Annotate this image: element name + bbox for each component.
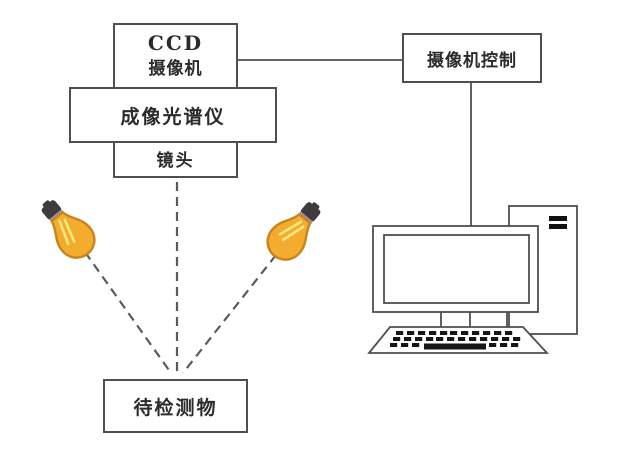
light-bulb-icon bbox=[41, 200, 96, 259]
node-object-under-test: 待检测物 bbox=[103, 379, 248, 433]
optical-path-lines bbox=[84, 182, 277, 376]
bulb-filament-highlight bbox=[281, 225, 305, 242]
desktop-computer-icon bbox=[367, 205, 578, 354]
connector-lines bbox=[238, 59, 472, 226]
lens-label: 镜头 bbox=[156, 150, 195, 171]
bulb-filament-highlight bbox=[63, 218, 76, 243]
dashed-path-left-bulb-to-object bbox=[84, 251, 172, 374]
tower-drive-slot-2 bbox=[549, 224, 567, 229]
imaging-spectrometer-label: 成像光谱仪 bbox=[120, 105, 226, 128]
keyboard-spacebar bbox=[424, 343, 486, 350]
keyboard-icon bbox=[367, 326, 550, 354]
node-lens: 镜头 bbox=[113, 138, 238, 178]
ccd-camera-label: CCD 摄像机 bbox=[148, 30, 203, 82]
node-imaging-spectrometer: 成像光谱仪 bbox=[69, 87, 277, 143]
ccd-camera-label-line1: CCD bbox=[147, 31, 204, 55]
monitor-icon bbox=[372, 225, 539, 327]
node-camera-control: 摄像机控制 bbox=[402, 33, 542, 83]
node-ccd-camera: CCD 摄像机 bbox=[113, 23, 238, 89]
monitor-screen bbox=[383, 234, 530, 304]
bulb-filament-highlight bbox=[58, 219, 70, 246]
tower-drive-slot-1 bbox=[549, 216, 567, 221]
dashed-path-right-bulb-to-object bbox=[182, 254, 277, 374]
ccd-camera-label-line2: 摄像机 bbox=[148, 59, 203, 79]
bulb-filament-highlight bbox=[278, 220, 303, 236]
camera-control-label: 摄像机控制 bbox=[427, 50, 517, 71]
light-bulb-icon bbox=[266, 202, 321, 261]
object-under-test-label: 待检测物 bbox=[133, 396, 218, 419]
bulb-cap-tip bbox=[42, 200, 51, 208]
bulb-glass bbox=[50, 210, 96, 259]
bulb-cap-tip bbox=[311, 202, 320, 210]
keyboard-keys bbox=[390, 331, 521, 350]
